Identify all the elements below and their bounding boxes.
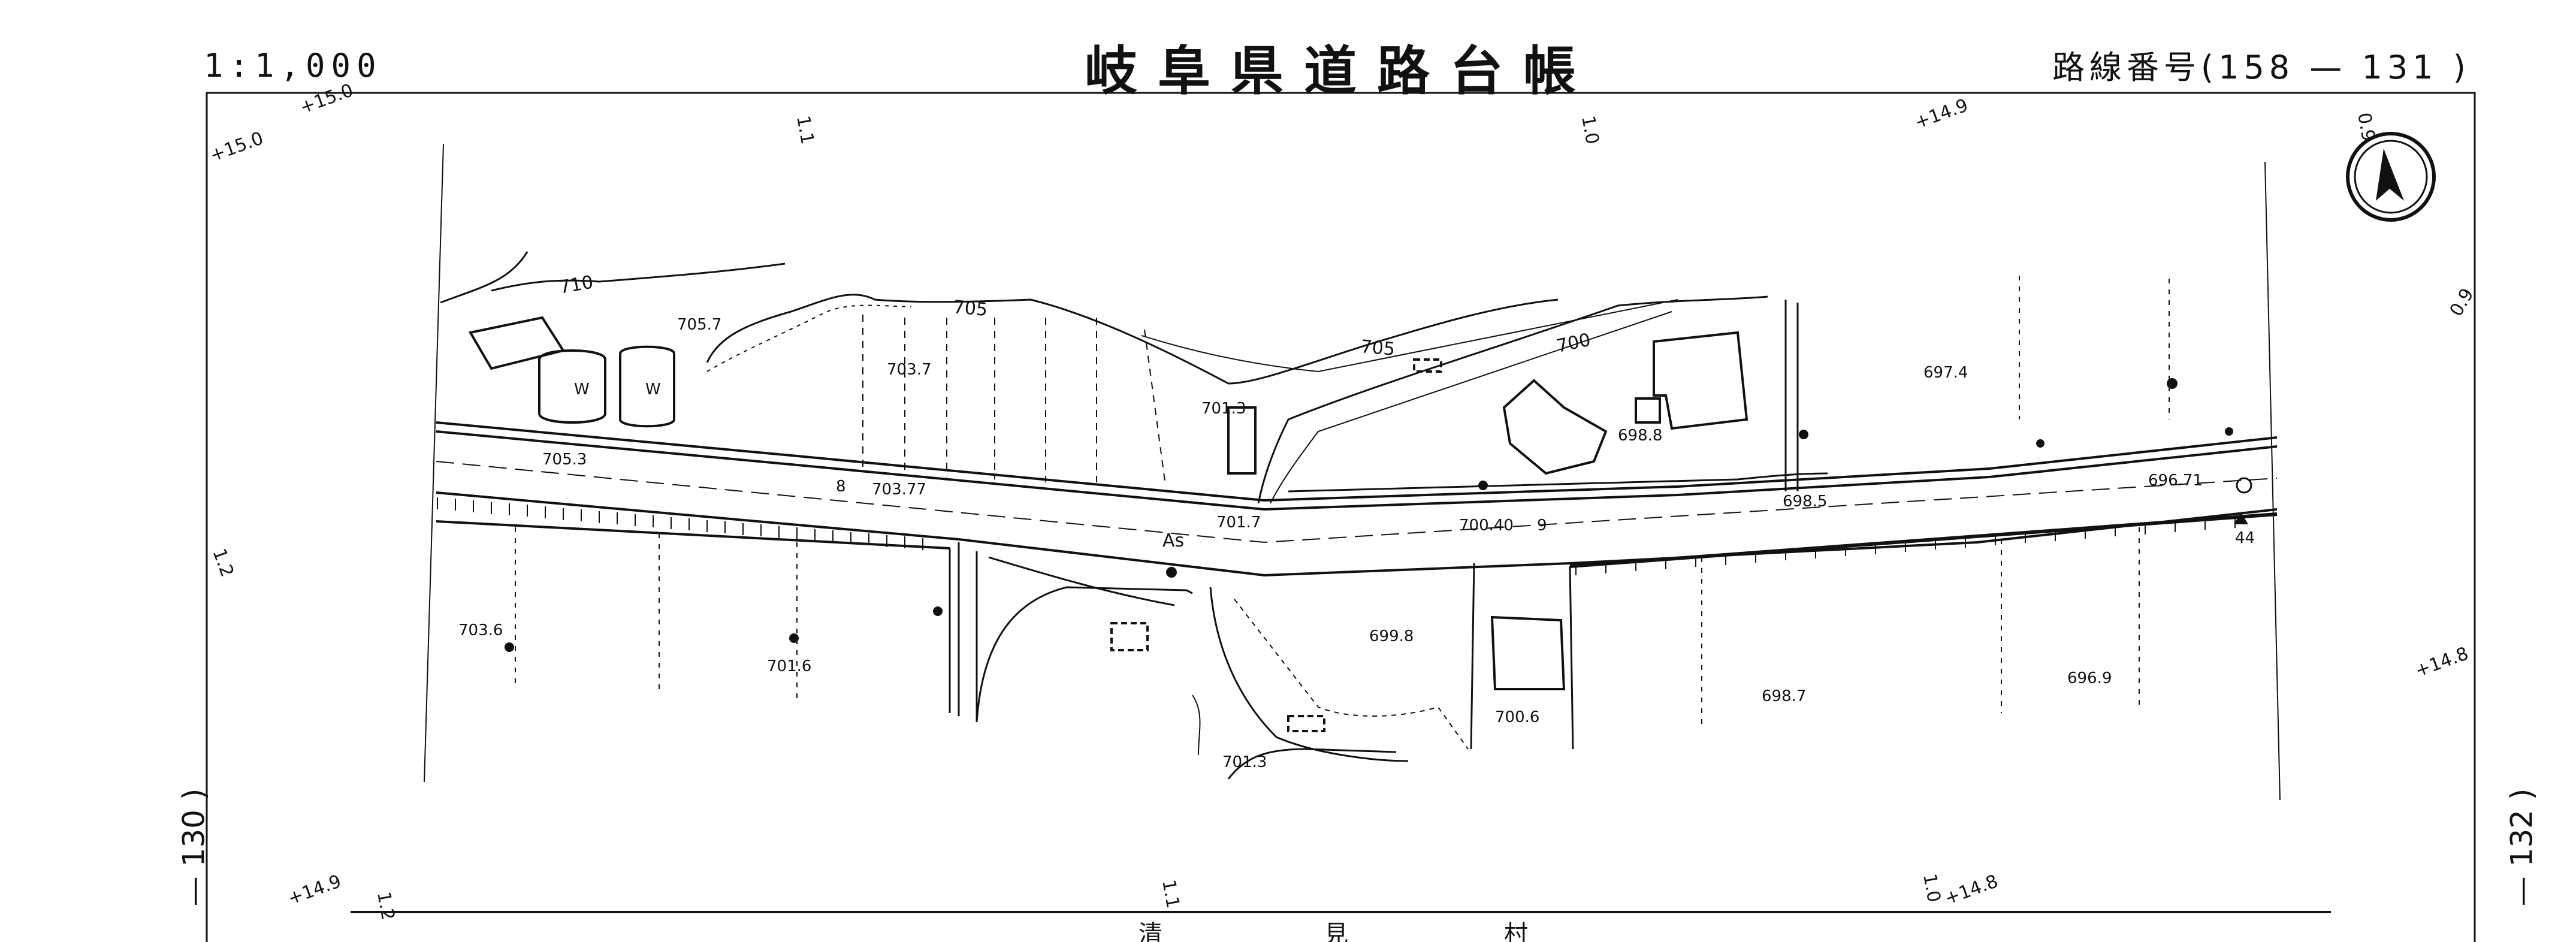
- station-label: 1.2: [208, 546, 237, 580]
- elevation-label: 703.77: [872, 481, 926, 499]
- contour-label: 705: [952, 297, 988, 321]
- station-label: +15.0: [297, 80, 356, 118]
- elevation-label: 698.5: [1783, 493, 1827, 511]
- building: [1490, 615, 1566, 690]
- station-label: +14.8: [2412, 643, 2471, 681]
- road-surface-label: As: [1162, 530, 1184, 551]
- building: [468, 316, 566, 370]
- station-label: 1.0: [1577, 114, 1603, 146]
- buildings: [468, 316, 1748, 732]
- water-tank: [619, 345, 675, 428]
- station-label: +15.0: [207, 128, 266, 166]
- station-label: +14.8: [1942, 871, 2001, 909]
- elevation-label: 705.7: [677, 316, 721, 334]
- building: [1502, 379, 1608, 475]
- station-label: 0.9: [2353, 111, 2379, 143]
- terrain-upper: [440, 251, 1828, 504]
- elevation-label: 705.3: [542, 451, 587, 469]
- elevation-label: 698.8: [1618, 427, 1662, 445]
- misc-label: W: [574, 381, 590, 398]
- bottom-text: 見: [1324, 920, 1348, 942]
- elevation-label: 699.8: [1369, 627, 1414, 645]
- elevation-label: 700.40: [1459, 517, 1514, 535]
- elevation-label: 701.3: [1222, 753, 1267, 771]
- elevation-label: 700.6: [1495, 708, 1539, 726]
- map-title: 岐阜県道路台帳: [1085, 40, 1597, 102]
- bottom-text: 村: [1504, 920, 1528, 942]
- elevation-label: 698.7: [1762, 687, 1806, 705]
- station-label: +14.9: [285, 871, 344, 909]
- contour-label: 710: [557, 271, 594, 298]
- station-label: 1.0: [1919, 872, 1944, 904]
- station-label: 1.2: [373, 890, 398, 922]
- map-scale: 1:1,000: [204, 47, 382, 84]
- adjacent-sheet-right: — 132 ): [2504, 788, 2539, 907]
- route-number: 路線番号(158 — 131 ): [2052, 49, 2471, 86]
- building: [1653, 331, 1748, 430]
- elevation-label: 703.6: [458, 621, 503, 639]
- elevation-label: 701.6: [767, 657, 811, 675]
- misc-label: 9: [1537, 517, 1547, 535]
- misc-label: 8: [836, 478, 846, 496]
- bottom-text: 清: [1138, 920, 1162, 942]
- elevation-label: 701.7: [1216, 514, 1261, 532]
- contour-label: 705: [1360, 336, 1396, 360]
- elevation-label: 703.7: [887, 361, 931, 379]
- survey-points: [505, 378, 2248, 652]
- contour-label: 700: [1554, 330, 1592, 357]
- misc-label: 44: [2235, 529, 2255, 547]
- terrain-lower: [515, 276, 2170, 780]
- station-label: 0.9: [2446, 285, 2478, 320]
- elevation-label: 696.71: [2148, 472, 2203, 490]
- station-label: +14.9: [1912, 95, 1971, 133]
- elevation-label: 697.4: [1923, 364, 1968, 382]
- misc-label: W: [645, 381, 661, 398]
- adjacent-sheet-left: — 130 ): [176, 788, 212, 907]
- road: [436, 421, 2278, 577]
- sheet-frame: [206, 92, 2476, 942]
- north-arrow-icon: [2346, 132, 2436, 222]
- station-label: 1.1: [792, 114, 818, 146]
- elevation-label: 701.3: [1201, 400, 1246, 418]
- elevation-label: 696.9: [2067, 669, 2112, 687]
- embankment-hatch: [437, 497, 2236, 575]
- station-label: 1.1: [1158, 878, 1183, 910]
- water-tank: [538, 349, 606, 424]
